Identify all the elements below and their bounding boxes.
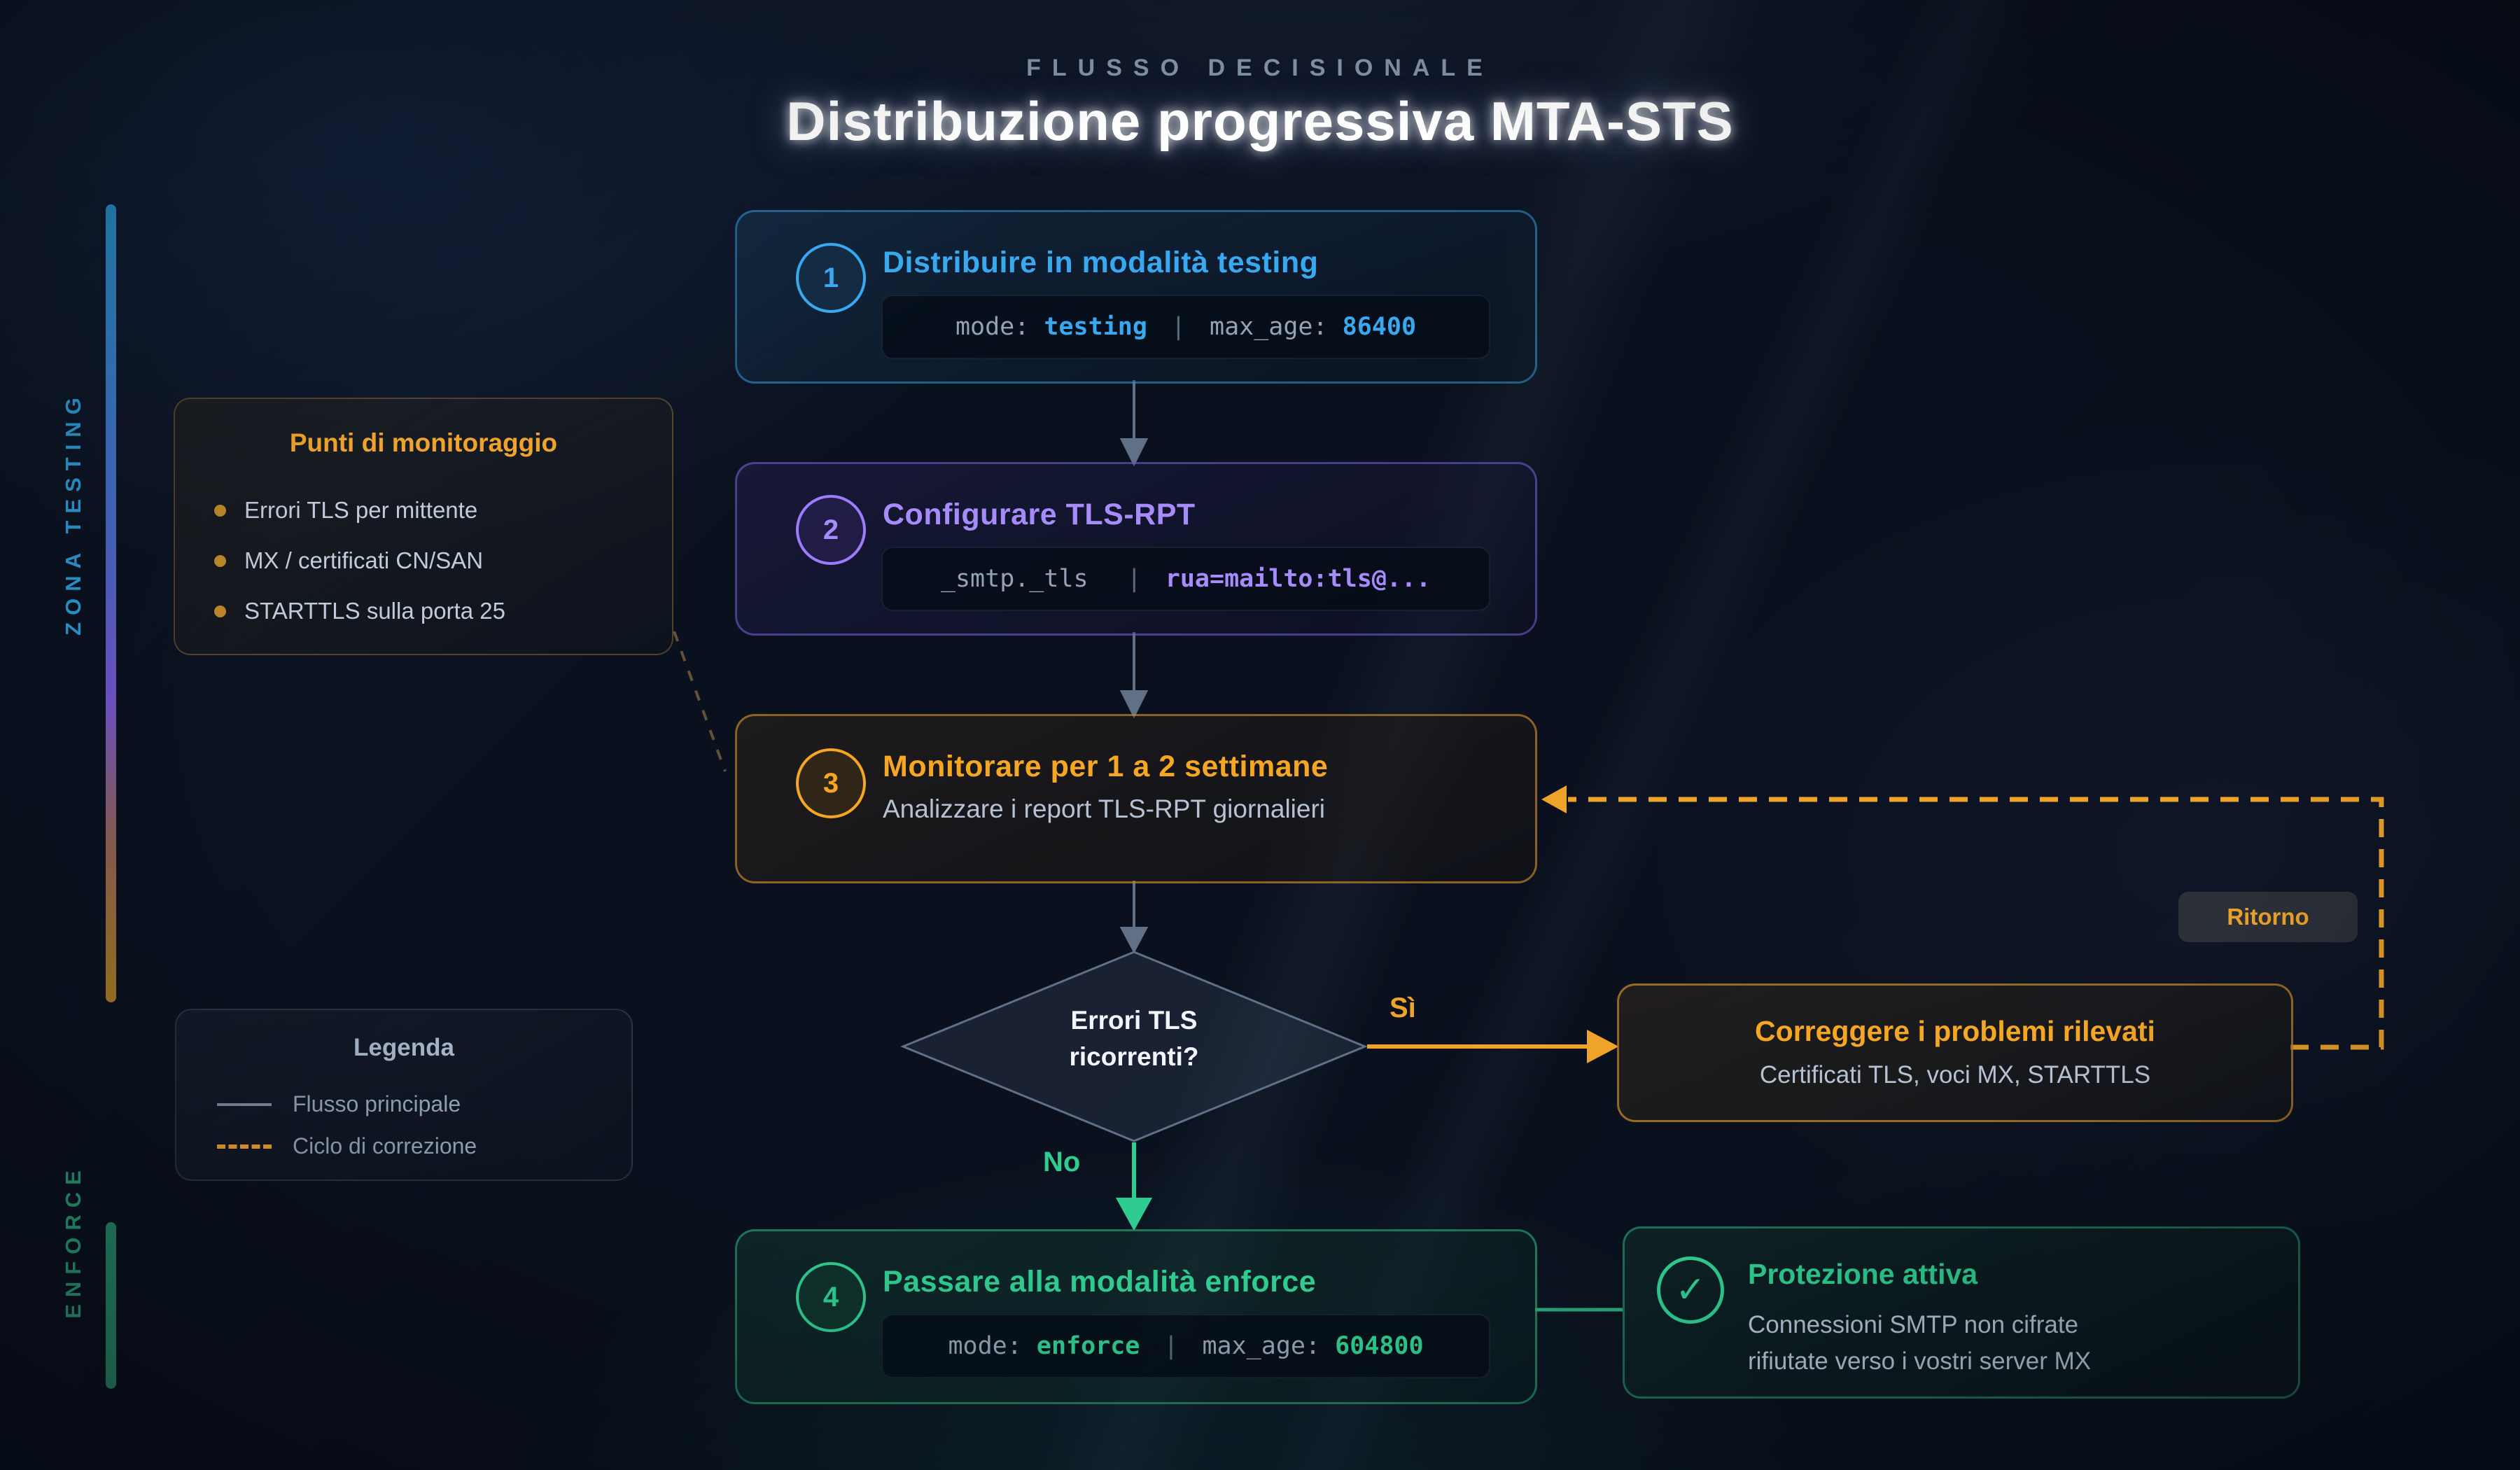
page-title: Distribuzione progressiva MTA-STS — [786, 90, 1734, 152]
flow-kicker: FLUSSO DECISIONALE — [1026, 55, 1494, 81]
step-title: Configurare TLS-RPT — [883, 498, 1196, 531]
code-key: max_age: — [1202, 1332, 1336, 1360]
bullet-dot-icon — [214, 504, 226, 517]
code-separator: | — [1163, 1332, 1179, 1360]
step-title: Passare alla modalità enforce — [883, 1265, 1317, 1298]
step-title: Monitorare per 1 a 2 settimane — [883, 750, 1329, 783]
legend-title: Legenda — [354, 1034, 454, 1061]
code-separator: | — [1170, 313, 1186, 341]
arrowhead-down-icon — [1119, 438, 1149, 467]
step-subtitle: Analizzare i report TLS-RPT giornalieri — [883, 794, 1325, 823]
return-chip-label: Ritorno — [2227, 904, 2309, 930]
enforce-zone-label: ENFORCE — [61, 1163, 85, 1319]
code-value: testing — [1044, 313, 1147, 341]
step-number-badge: 4 — [796, 1262, 866, 1332]
code-key: _smtp._tls — [940, 565, 1103, 593]
decision-question-line2: ricorrenti? — [1069, 1042, 1199, 1071]
fix-problems-box: Correggere i problemi rilevati Certifica… — [1617, 983, 2293, 1122]
legend-row-main-flow: Flusso principale — [217, 1091, 461, 1117]
check-icon: ✓ — [1657, 1256, 1724, 1324]
arrowhead-right-icon — [1587, 1030, 1619, 1063]
step-number-badge: 3 — [796, 748, 866, 818]
monitoring-panel: Punti di monitoraggio Errori TLS per mit… — [174, 398, 673, 655]
code-separator: | — [1126, 565, 1142, 593]
protection-description-line2: rifiutate verso i vostri server MX — [1748, 1348, 2092, 1375]
policy-code-snippet: mode: testing | max_age: 86400 — [881, 295, 1490, 359]
monitoring-item-label: MX / certificati CN/SAN — [244, 547, 484, 573]
monitoring-item-label: STARTTLS sulla porta 25 — [244, 598, 505, 624]
decision-question-line1: Errori TLS — [1070, 1006, 1198, 1035]
legend-label: Ciclo di correzione — [293, 1133, 477, 1158]
code-key: mode: — [955, 313, 1044, 341]
arrowhead-left-icon — [1541, 785, 1567, 813]
monitoring-item-label: Errori TLS per mittente — [244, 497, 478, 523]
protection-active-box: ✓ Protezione attiva Connessioni SMTP non… — [1623, 1226, 2300, 1399]
decision-question: Errori TLS ricorrenti? — [994, 1002, 1274, 1075]
step-1-testing-box: 1 Distribuire in modalità testing mode: … — [735, 210, 1537, 384]
legend-label: Flusso principale — [293, 1091, 461, 1116]
code-value: enforce — [1036, 1332, 1140, 1360]
testing-zone-label: ZONA TESTING — [61, 391, 85, 636]
return-chip: Ritorno — [2178, 892, 2358, 942]
step-title: Distribuire in modalità testing — [883, 246, 1319, 279]
solid-line-swatch — [217, 1102, 272, 1106]
legend-row-correction-cycle: Ciclo di correzione — [217, 1133, 477, 1159]
dns-code-snippet: _smtp._tls | rua=mailto:tls@... — [881, 547, 1490, 611]
legend-panel: Legenda Flusso principale Ciclo di corre… — [175, 1009, 633, 1181]
protection-title: Protezione attiva — [1748, 1258, 1978, 1290]
bullet-dot-icon — [214, 554, 226, 567]
code-value: 86400 — [1342, 313, 1417, 341]
arrowhead-down-icon — [1119, 927, 1149, 954]
fix-box-subtitle: Certificati TLS, voci MX, STARTTLS — [1759, 1061, 2151, 1088]
code-value: 604800 — [1335, 1332, 1424, 1360]
monitoring-item: MX / certificati CN/SAN — [214, 547, 483, 574]
enforce-zone-rail — [106, 1222, 116, 1389]
yes-branch-label: Sì — [1390, 993, 1416, 1023]
monitor-link-line — [673, 631, 727, 772]
step-2-tlsrpt-box: 2 Configurare TLS-RPT _smtp._tls | rua=ma… — [735, 462, 1537, 636]
arrowhead-down-icon — [1119, 690, 1149, 719]
no-branch-label: No — [1043, 1147, 1081, 1177]
bullet-dot-icon — [214, 605, 226, 617]
step-number-badge: 1 — [796, 243, 866, 313]
no-arrow — [1115, 1142, 1153, 1231]
monitoring-panel-title: Punti di monitoraggio — [289, 428, 558, 457]
fix-box-title: Correggere i problemi rilevati — [1755, 1015, 2155, 1047]
dashed-line-swatch — [217, 1144, 272, 1149]
step-4-enforce-box: 4 Passare alla modalità enforce mode: en… — [735, 1229, 1537, 1404]
arrowhead-down-icon — [1115, 1198, 1153, 1231]
code-key: max_age: — [1210, 313, 1343, 341]
protection-description-line1: Connessioni SMTP non cifrate — [1748, 1311, 2079, 1338]
step-number-badge: 2 — [796, 495, 866, 565]
code-value: rua=mailto:tls@... — [1165, 565, 1432, 593]
code-key: mode: — [948, 1332, 1037, 1360]
yes-arrow — [1367, 1030, 1619, 1063]
testing-zone-rail — [106, 204, 116, 1002]
monitoring-item: STARTTLS sulla porta 25 — [214, 598, 505, 624]
step-3-monitor-box: 3 Monitorare per 1 a 2 settimane Analizz… — [735, 714, 1537, 883]
monitoring-item: Errori TLS per mittente — [214, 497, 477, 524]
policy-code-snippet: mode: enforce | max_age: 604800 — [881, 1314, 1490, 1378]
